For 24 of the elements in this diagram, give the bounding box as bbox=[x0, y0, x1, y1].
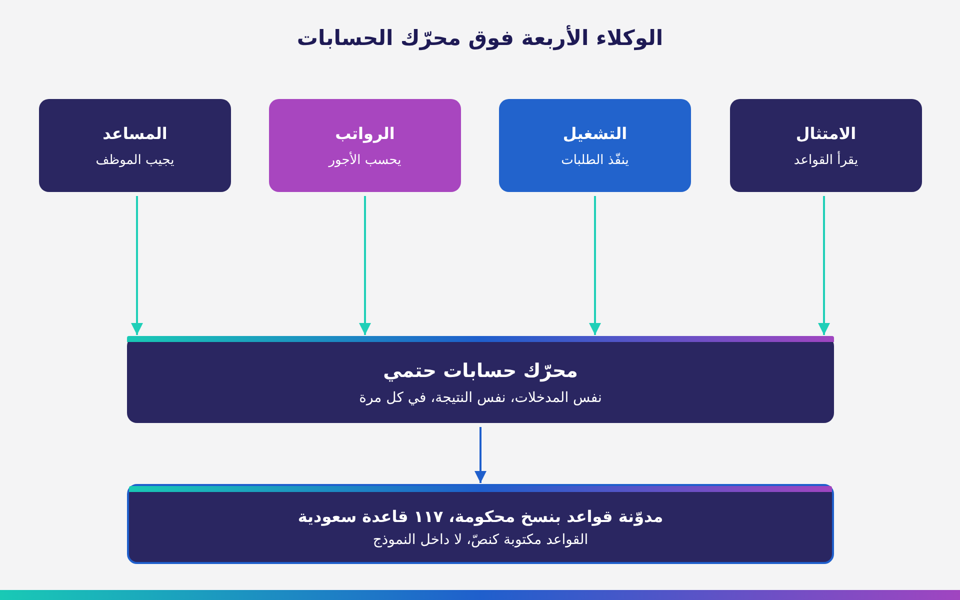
agent-box bbox=[39, 99, 231, 192]
agent-box bbox=[499, 99, 691, 192]
arrow bbox=[818, 196, 830, 335]
rules-box bbox=[127, 484, 834, 564]
node-description: ينفّذ الطلبات bbox=[561, 152, 629, 168]
arrow bbox=[359, 196, 371, 335]
agent-box bbox=[730, 99, 922, 192]
node-description: يقرأ القواعد bbox=[794, 152, 858, 168]
node-description: يحسب الأجور bbox=[328, 152, 402, 168]
agent-box bbox=[269, 99, 461, 192]
node-heading: مدوّنة قواعد بنسخ محكومة، ١١٧ قاعدة سعودية bbox=[298, 506, 664, 526]
node-description: القواعد مكتوبة كنصّ، لا داخل النموذج bbox=[372, 532, 588, 548]
arrow bbox=[474, 427, 486, 483]
diagram-title: الوكلاء الأربعة فوق محرّك الحسابات bbox=[296, 26, 664, 50]
node-heading: التشغيل bbox=[562, 124, 628, 142]
node-heading: محرّك حسابات حتمي bbox=[383, 360, 578, 382]
node-heading: الامتثال bbox=[796, 124, 856, 142]
node-description: يجيب الموظف bbox=[96, 152, 174, 168]
node-heading: الرواتب bbox=[335, 124, 395, 142]
node-description: نفس المدخلات، نفس النتيجة، في كل مرة bbox=[359, 390, 602, 406]
engine-box bbox=[127, 336, 834, 423]
arrow bbox=[131, 196, 143, 335]
arrow bbox=[589, 196, 601, 335]
node-heading: المساعد bbox=[102, 124, 168, 142]
